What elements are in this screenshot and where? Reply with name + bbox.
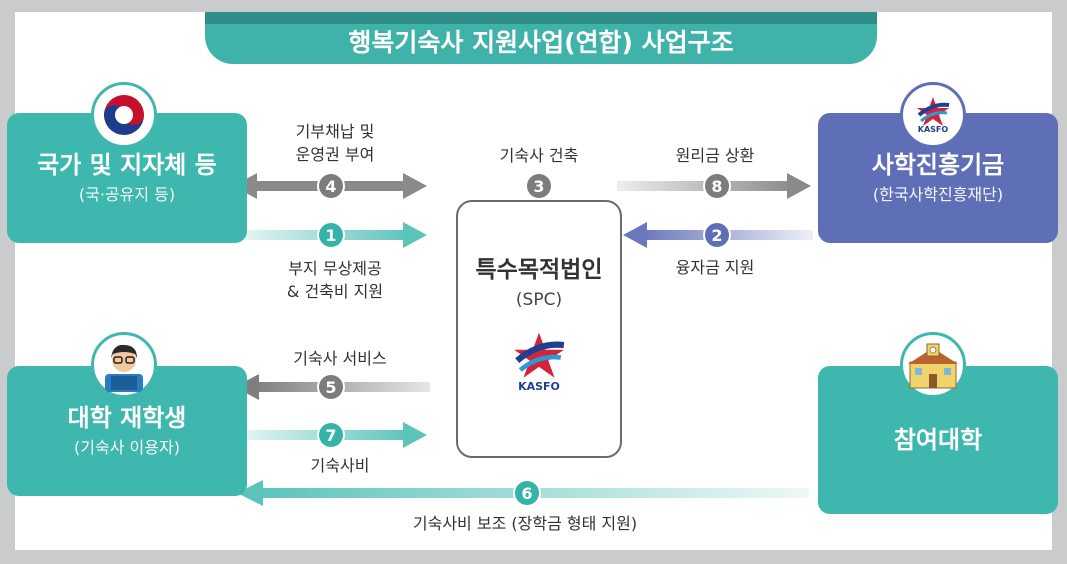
flow-3-label: 기숙사 건축 — [499, 146, 579, 165]
government-label: 국가 및 지자체 등 — [37, 151, 217, 179]
flow-4-line1: 기부채납 및 — [295, 122, 375, 141]
flow-6-number: 6 — [513, 479, 541, 507]
flow-3-number: 3 — [525, 172, 553, 200]
students-label: 대학 재학생 — [67, 404, 187, 432]
spc-label: 특수목적법인 — [475, 257, 603, 283]
flow-2-label: 융자금 지원 — [675, 258, 755, 277]
flow-8-label: 원리금 상환 — [675, 146, 755, 165]
spc-kasfo-logo-icon: KASFO — [511, 332, 567, 393]
flow-2-number: 2 — [703, 221, 731, 249]
flow-1-label: 부지 무상제공 & 건축비 지원 — [255, 257, 415, 303]
node-spc: 특수목적법인 (SPC) KASFO — [456, 200, 622, 458]
flow-8-number: 8 — [703, 172, 731, 200]
diagram-panel: 행복기숙사 지원사업(연합) 사업구조 국가 및 지자체 등 (국·공유지 등)… — [7, 12, 1058, 550]
node-students: 대학 재학생 (기숙사 이용자) — [7, 366, 247, 496]
title-text: 행복기숙사 지원사업(연합) 사업구조 — [348, 28, 734, 57]
flow-7-label: 기숙사비 — [310, 456, 370, 475]
spc-sub: (SPC) — [515, 290, 563, 310]
flow-7-number: 7 — [317, 421, 345, 449]
flow-4-line2: 운영권 부여 — [295, 145, 375, 164]
fund-logo-text: KASFO — [917, 124, 949, 134]
flow-5-label: 기숙사 서비스 — [293, 349, 387, 368]
government-emblem-icon — [91, 82, 157, 148]
fund-label: 사학진흥기금 — [871, 151, 1005, 179]
flow-1-number: 1 — [317, 221, 345, 249]
university-building-icon — [900, 332, 966, 398]
kasfo-logo-icon: KASFO — [900, 82, 966, 148]
fund-sub: (한국사학진흥재단) — [872, 185, 1004, 204]
government-sub: (국·공유지 등) — [78, 185, 176, 204]
flow-4-label: 기부채납 및 운영권 부여 — [265, 120, 405, 166]
node-fund: 사학진흥기금 (한국사학진흥재단) — [818, 113, 1058, 243]
university-label: 참여대학 — [893, 426, 983, 454]
flow-4-number: 4 — [317, 172, 345, 200]
spc-logo-text: KASFO — [518, 380, 560, 393]
title-shade — [205, 12, 877, 24]
flow-6-label: 기숙사비 보조 (장학금 형태 지원) — [412, 514, 638, 533]
flow-1-line1: 부지 무상제공 — [288, 259, 382, 278]
diagram-title: 행복기숙사 지원사업(연합) 사업구조 — [205, 12, 877, 64]
student-avatar-icon — [91, 332, 157, 398]
students-sub: (기숙사 이용자) — [74, 438, 180, 457]
flow-5-number: 5 — [317, 373, 345, 401]
flow-1-line2: & 건축비 지원 — [286, 282, 384, 301]
